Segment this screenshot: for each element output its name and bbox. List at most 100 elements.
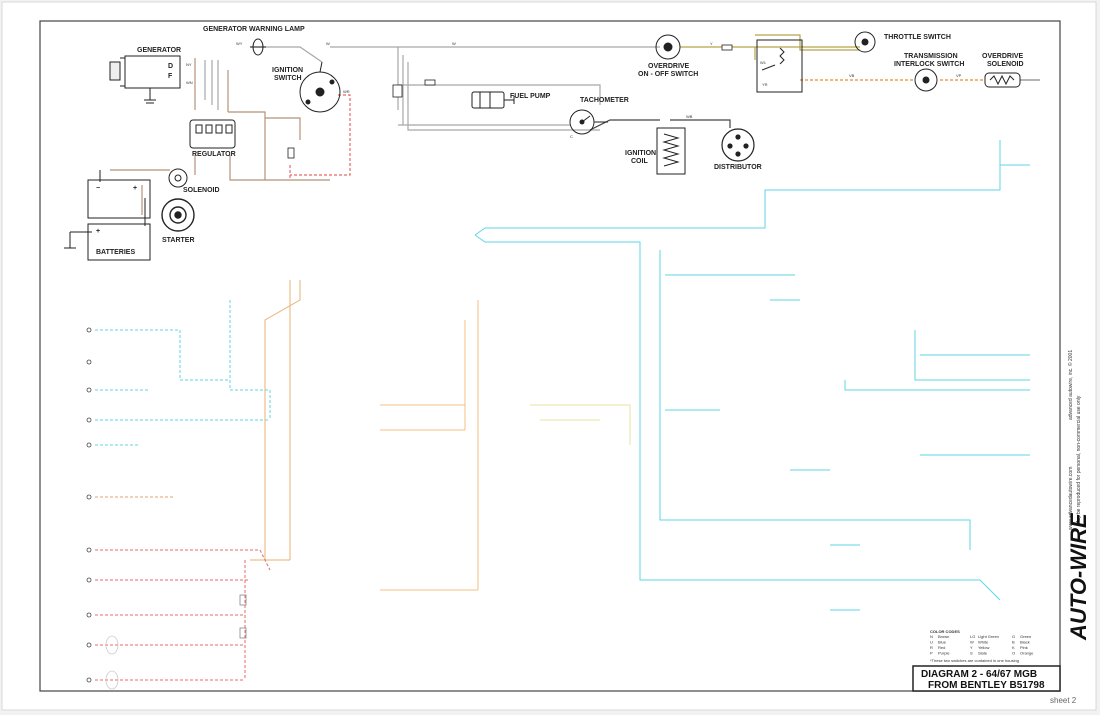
svg-text:+: +: [133, 185, 137, 192]
color-code-abbr: S: [970, 651, 973, 656]
starter-motor: [161, 198, 195, 232]
inline-connectors: [287, 44, 733, 159]
svg-text:May be reproduced for personal: May be reproduced for personal, non-comm…: [1076, 395, 1082, 525]
overdrive-switch: [655, 34, 681, 60]
generator-warning-lamp: [250, 38, 266, 56]
svg-text:YR: YR: [762, 82, 768, 87]
transmission-interlock-switch: [914, 68, 938, 92]
color-code-abbr: O: [1012, 651, 1015, 656]
svg-text:www.advancedautowire.com: www.advancedautowire.com: [1068, 467, 1074, 530]
color-code-name: Yellow: [978, 645, 990, 650]
svg-text:VB: VB: [849, 73, 855, 78]
color-code-abbr: W: [970, 640, 974, 645]
svg-text:COLOR CODES: COLOR CODES: [930, 629, 960, 634]
color-code-name: Orange: [1020, 651, 1034, 656]
color-code-name: Purple: [938, 651, 950, 656]
side-note: May be reproduced for personal, non-comm…: [1076, 395, 1082, 525]
generator-warning-lamp-label: GENERATOR WARNING LAMP: [203, 26, 305, 33]
regulator: [189, 119, 236, 149]
overdrive-solenoid: [984, 72, 1021, 88]
drawing-border: [39, 20, 1061, 692]
wire-code-tags: WY NY WN W W Y WR VB VP WB C W1 YR: [186, 41, 962, 139]
svg-text:W: W: [452, 41, 456, 46]
overdrive-relay: [756, 39, 803, 93]
color-code-abbr: N: [930, 634, 933, 639]
color-code-name: White: [978, 640, 989, 645]
color-code-name: Green: [1020, 634, 1031, 639]
color-code-name: Brown: [938, 634, 949, 639]
color-code-abbr: U: [930, 640, 933, 645]
throttle-switch: [854, 31, 876, 53]
color-code-name: Light Green: [978, 634, 999, 639]
ignition-switch-label-2: SWITCH: [274, 75, 302, 82]
svg-text:W: W: [326, 41, 330, 46]
color-code-name: Slate: [978, 651, 988, 656]
svg-text:NY: NY: [186, 62, 192, 67]
title-block: DIAGRAM 2 - 64/67 MGB FROM BENTLEY B5179…: [912, 665, 1061, 692]
color-code-abbr: LG: [970, 634, 975, 639]
ignition-coil-label-2: COIL: [631, 158, 648, 165]
starter-solenoid: [168, 168, 188, 188]
svg-text:W1: W1: [760, 60, 767, 65]
side-copyright: advanced autowire, inc. © 2001: [1067, 350, 1074, 420]
diagram-title: DIAGRAM 2 - 64/67 MGB: [921, 669, 1037, 680]
color-code-abbr: P: [930, 651, 933, 656]
svg-text:+: +: [96, 228, 100, 235]
regulator-label: REGULATOR: [192, 151, 236, 158]
overdrive-switch-label-1: OVERDRIVE: [648, 63, 690, 70]
lower-connector-stubs: [86, 327, 247, 690]
ignition-switch-label-1: IGNITION: [272, 67, 303, 74]
interlock-label-2: INTERLOCK SWITCH: [894, 61, 964, 68]
batteries: [64, 170, 151, 261]
svg-text:advanced autowire, inc. © 2001: advanced autowire, inc. © 2001: [1067, 350, 1074, 420]
color-code-name: Red: [938, 645, 945, 650]
svg-text:WY: WY: [236, 41, 243, 46]
svg-text:WN: WN: [186, 80, 193, 85]
interlock-label-1: TRANSMISSION: [904, 53, 958, 60]
distributor: [721, 128, 755, 162]
color-code-name: Blue: [938, 640, 947, 645]
svg-text:−: −: [96, 185, 100, 192]
svg-text:VP: VP: [956, 73, 962, 78]
color-code-abbr: G: [1012, 634, 1015, 639]
fuel-pump-label: FUEL PUMP: [510, 93, 551, 100]
svg-text:WB: WB: [686, 114, 693, 119]
starter-label: STARTER: [162, 237, 195, 244]
generator-d-terminal: D: [168, 63, 173, 70]
overdrive-switch-label-2: ON - OFF SWITCH: [638, 71, 698, 78]
color-code-abbr: Y: [970, 645, 973, 650]
overdrive-solenoid-label-2: SOLENOID: [987, 61, 1024, 68]
color-code-abbr: B: [1012, 640, 1015, 645]
color-code-abbr: K: [1012, 645, 1015, 650]
wires-top: [110, 34, 1040, 215]
svg-text:*These two switches are contai: *These two switches are contained in one…: [930, 658, 1019, 663]
generator: [109, 55, 181, 104]
diagram-source: FROM BENTLEY B51798: [928, 680, 1045, 691]
distributor-label: DISTRIBUTOR: [714, 164, 762, 171]
batteries-label: BATTERIES: [96, 249, 135, 256]
color-code-name: Black: [1020, 640, 1030, 645]
side-url: www.advancedautowire.com: [1068, 467, 1074, 530]
generator-label: GENERATOR: [137, 47, 181, 54]
sheet-number: sheet 2: [1050, 696, 1077, 705]
color-code-name: Pink: [1020, 645, 1028, 650]
tachometer-label: TACHOMETER: [580, 97, 629, 104]
generator-f-terminal: F: [168, 73, 173, 80]
svg-text:Y: Y: [710, 41, 713, 46]
auto-wire-logo: AUTO-WIRE: [1066, 512, 1091, 641]
ignition-switch: [299, 61, 341, 113]
color-code-abbr: R: [930, 645, 933, 650]
overdrive-solenoid-label-1: OVERDRIVE: [982, 53, 1024, 60]
svg-text:AUTO-WIRE: AUTO-WIRE: [1066, 512, 1091, 641]
wires-faint: [95, 140, 1030, 681]
throttle-switch-label: THROTTLE SWITCH: [884, 34, 951, 41]
ignition-coil: [656, 127, 686, 175]
ignition-coil-label-1: IGNITION: [625, 150, 656, 157]
fuel-pump: [471, 91, 515, 109]
tachometer: [569, 109, 608, 135]
solenoid-label: SOLENOID: [183, 187, 220, 194]
svg-text:C: C: [570, 134, 573, 139]
svg-text:WR: WR: [343, 89, 350, 94]
